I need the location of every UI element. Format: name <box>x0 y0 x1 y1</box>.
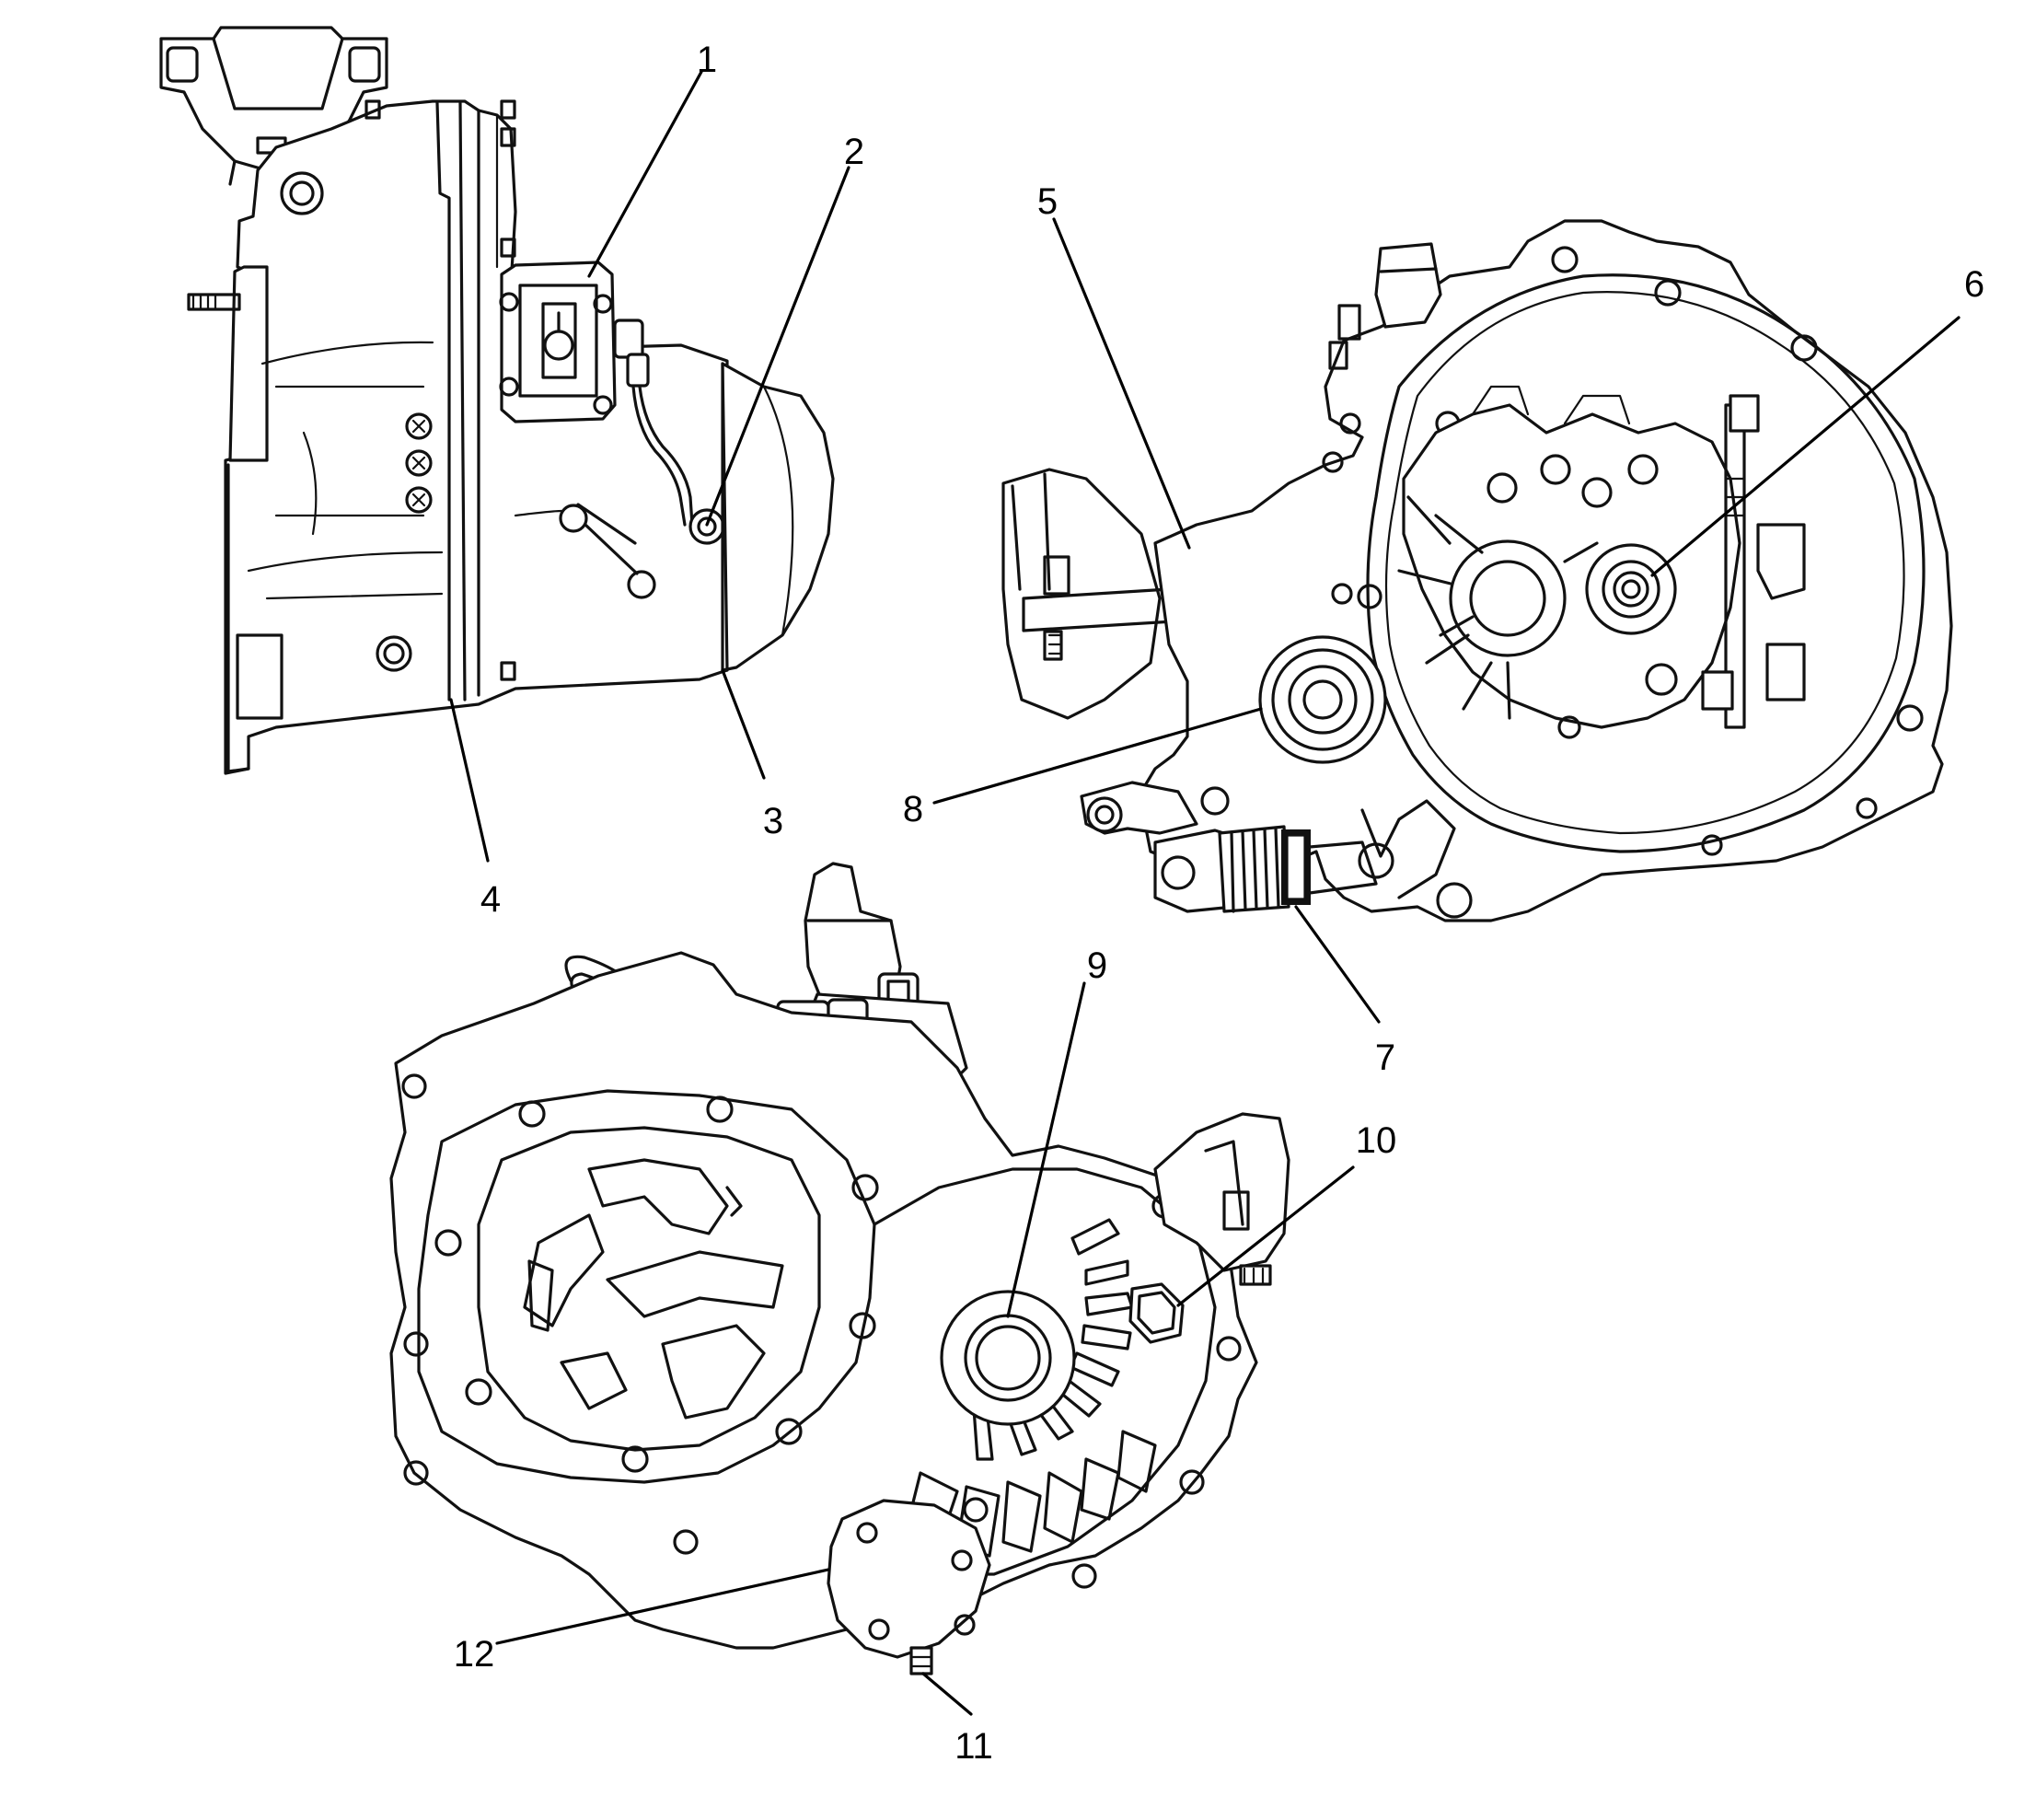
bell-shift-rail <box>1701 394 1806 729</box>
leader-8 <box>932 707 1263 805</box>
callout-3: 3 <box>763 801 783 841</box>
callout-6: 6 <box>1964 264 1984 305</box>
clutch-fork-boot <box>1080 781 1456 913</box>
side-sensor-harness <box>613 319 725 545</box>
leader-10 <box>1176 1165 1355 1307</box>
leader-6 <box>1650 316 1961 577</box>
callout-7: 7 <box>1375 1038 1395 1078</box>
input-shaft-seal <box>1585 543 1677 635</box>
bell-mount-bracket <box>1001 468 1175 720</box>
callout-11: 11 <box>954 1726 993 1767</box>
callout-numbers: 1 2 3 4 5 6 7 8 9 10 11 12 <box>454 40 1984 1767</box>
axle-seal-left <box>1258 635 1387 764</box>
transaxle-bellhousing-view <box>1001 219 1953 922</box>
callout-5: 5 <box>1037 181 1058 222</box>
bell-housing-case <box>1080 219 1953 922</box>
leader-1 <box>587 70 703 278</box>
side-axle-stub <box>187 293 241 311</box>
leader-2 <box>705 166 850 527</box>
end-diff-ribs <box>905 1218 1157 1558</box>
callout-1: 1 <box>697 40 717 80</box>
end-transaxle-case <box>389 951 1290 1675</box>
leader-3 <box>721 668 766 780</box>
callout-9: 9 <box>1087 945 1107 986</box>
leader-9 <box>1006 981 1086 1318</box>
end-mount-bracket <box>1153 1112 1290 1286</box>
callout-8: 8 <box>903 789 923 829</box>
leader-4 <box>449 698 490 863</box>
transaxle-side-view <box>159 26 835 775</box>
leader-12 <box>495 1568 830 1645</box>
end-cover-plate <box>827 1499 991 1675</box>
callout-12: 12 <box>454 1634 495 1675</box>
side-shift-cover <box>499 261 617 423</box>
side-transaxle-case <box>187 99 729 775</box>
transaxle-end-view <box>389 862 1290 1675</box>
leader-lines <box>449 70 1961 1716</box>
callout-10: 10 <box>1356 1120 1397 1161</box>
leader-7 <box>1294 905 1381 1024</box>
end-fill-plug <box>1128 1282 1185 1344</box>
callout-2: 2 <box>844 132 864 172</box>
leader-11 <box>921 1672 973 1716</box>
callout-4: 4 <box>480 879 501 920</box>
side-differential-housing <box>721 362 835 672</box>
leader-5 <box>1052 217 1191 550</box>
